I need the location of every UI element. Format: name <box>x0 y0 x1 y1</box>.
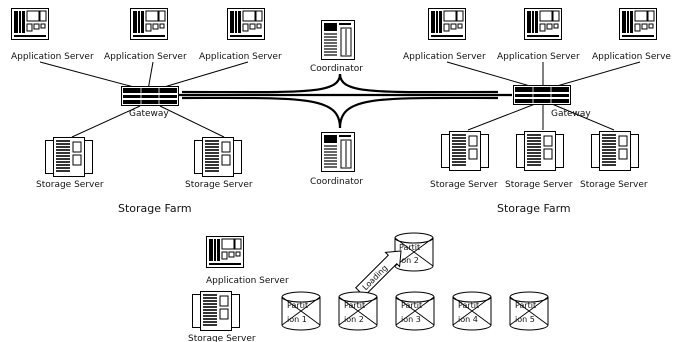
storage-farm-label-right: Storage Farm <box>497 202 571 215</box>
application-server-icon <box>619 8 657 40</box>
app-server-left-3: Application Server <box>199 8 282 62</box>
application-server-icon <box>428 8 466 40</box>
coordinator-bottom: Coordinator <box>310 132 363 187</box>
storage-server-icon <box>516 131 564 171</box>
partition-line2: ion 5 <box>515 315 535 324</box>
storage-server-right-1: Storage Server <box>430 131 498 190</box>
partition-1: Partit ion 1 <box>281 291 321 331</box>
partition-line2: ion 2 <box>344 315 364 324</box>
partition-2: Partit ion 2 <box>338 291 378 331</box>
partition-disk-icon <box>338 291 378 331</box>
storage-server-label: Storage Server <box>580 180 648 190</box>
coordinator-label: Coordinator <box>310 64 363 74</box>
application-server-icon <box>11 8 49 40</box>
app-server-label: Application Serve <box>592 52 671 62</box>
partition-line2: ion 1 <box>287 315 307 324</box>
storage-server-label: Storage Server <box>185 180 253 190</box>
partition-line1: Partit <box>515 301 536 310</box>
app-server-label: Application Server <box>199 52 282 62</box>
storage-server-icon <box>591 131 639 171</box>
application-server-icon <box>524 8 562 40</box>
storage-server-left-1: Storage Server <box>36 137 104 190</box>
storage-server-icon <box>45 137 93 177</box>
gateway-left: Gateway <box>121 86 179 119</box>
loaded-partition: Partit ion 2 <box>394 232 434 272</box>
storage-server-label: Storage Server <box>505 180 573 190</box>
coordinator-label: Coordinator <box>310 177 363 187</box>
app-server-right-1: Application Server <box>403 8 486 62</box>
app-server-right-3: Application Serve <box>592 8 671 62</box>
backbone-links <box>178 73 512 129</box>
storage-server-label: Storage Server <box>430 180 498 190</box>
partition-line2: ion 4 <box>458 315 478 324</box>
storage-server-right-3: Storage Server <box>580 131 648 190</box>
detail-storage-server: Storage Server <box>188 291 256 342</box>
storage-server-label: Storage Server <box>188 334 256 342</box>
app-server-left-1: Application Server <box>11 8 94 62</box>
gateway-icon <box>121 86 179 106</box>
gateway-icon <box>513 85 571 105</box>
gateway-label: Gateway <box>551 109 591 119</box>
storage-server-left-2: Storage Server <box>185 137 253 190</box>
app-server-label: Application Server <box>403 52 486 62</box>
gateway-right: Gateway <box>513 85 591 119</box>
application-server-icon <box>206 236 244 268</box>
partition-3: Partit ion 3 <box>395 291 435 331</box>
detail-app-server: Application Server <box>206 236 289 286</box>
partition-line1: Partit <box>344 301 365 310</box>
partition-disk-icon <box>509 291 549 331</box>
storage-server-label: Storage Server <box>36 180 104 190</box>
partition-5: Partit ion 5 <box>509 291 549 331</box>
app-server-label: Application Server <box>11 52 94 62</box>
loading-label: Loading <box>361 263 390 292</box>
application-server-icon <box>130 8 168 40</box>
storage-server-icon <box>194 137 242 177</box>
app-server-label: Application Server <box>206 276 289 286</box>
partition-line1: Partit <box>401 301 422 310</box>
network-links <box>39 61 641 138</box>
app-server-label: Application Server <box>497 52 580 62</box>
partition-line1: Partit <box>287 301 308 310</box>
coordinator-icon <box>321 132 355 172</box>
partition-line2: ion 3 <box>401 315 421 324</box>
app-server-left-2: Application Server <box>104 8 187 62</box>
partition-disk-icon <box>452 291 492 331</box>
coordinator-icon <box>321 20 355 60</box>
loading-arrow: Loading <box>355 250 402 297</box>
coordinator-top: Coordinator <box>310 20 363 74</box>
partition-row: Partit ion 1 Partit ion 2 Partit ion 3 P… <box>281 291 549 331</box>
storage-server-right-2: Storage Server <box>505 131 573 190</box>
partition-disk-icon <box>281 291 321 331</box>
application-server-icon <box>227 8 265 40</box>
app-server-label: Application Server <box>104 52 187 62</box>
storage-server-icon <box>441 131 489 171</box>
loaded-partition-line1: Partit <box>399 243 420 252</box>
app-server-right-2: Application Server <box>497 8 580 62</box>
loaded-partition-line2: ion 2 <box>399 256 419 265</box>
partition-line1: Partit <box>458 301 479 310</box>
gateway-label: Gateway <box>129 109 169 119</box>
storage-farm-label-left: Storage Farm <box>118 202 192 215</box>
partition-disk-icon <box>395 291 435 331</box>
partition-4: Partit ion 4 <box>452 291 492 331</box>
storage-server-icon <box>192 291 240 331</box>
arrow-icon <box>355 250 402 297</box>
